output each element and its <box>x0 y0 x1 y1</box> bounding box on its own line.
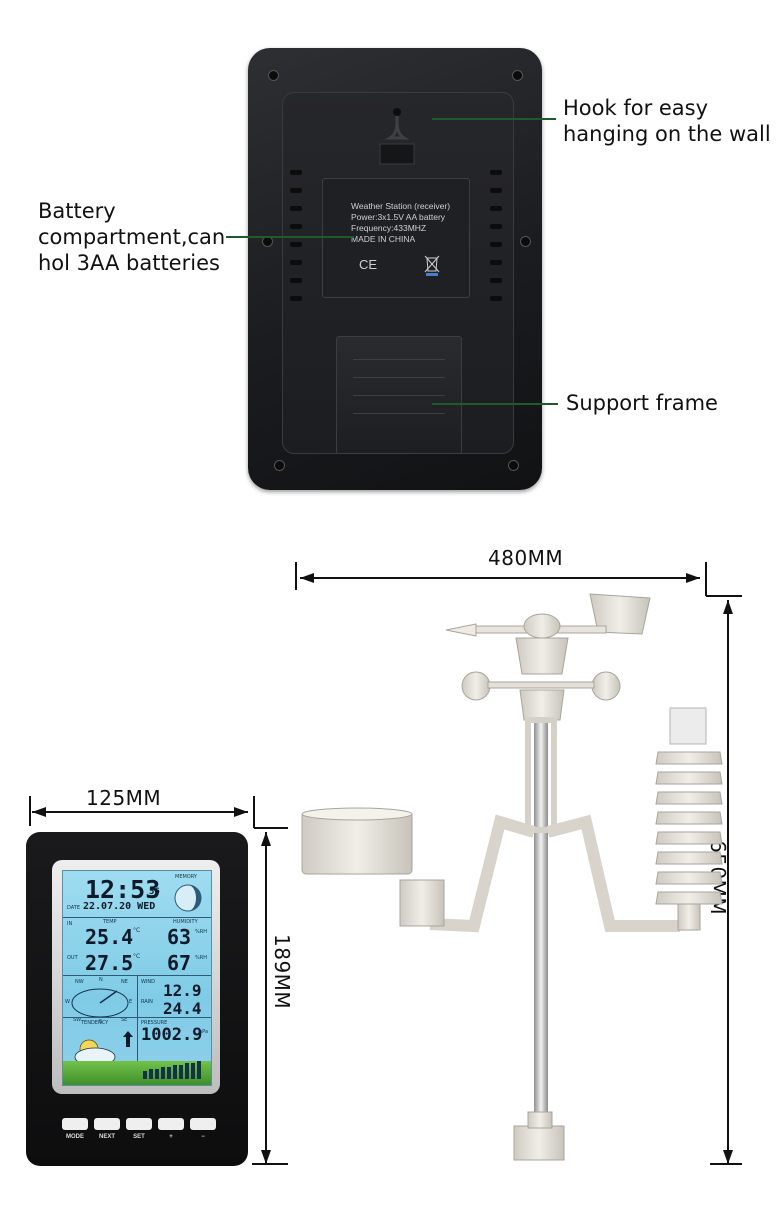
dimension-receiver-width: 125MM <box>86 786 162 810</box>
weee-bin-icon <box>424 255 440 276</box>
support-frame <box>336 336 462 454</box>
humidity-unit: %RH <box>195 955 207 961</box>
temp-unit: °C <box>133 927 141 934</box>
callout-line: hanging on the wall <box>563 122 771 146</box>
date-readout: 22.07.20 WED <box>83 901 156 912</box>
callout-line: compartment,can <box>38 225 226 249</box>
lcd-display: 12:53 56 MEMORY DATE 22.07.20 WED IN TEM… <box>62 870 212 1086</box>
battery-cover-label: Weather Station (receiver) Power:3x1.5V … <box>322 178 470 298</box>
support-leader-line <box>432 403 558 405</box>
callout-line: Battery <box>38 199 116 223</box>
screw <box>268 70 279 81</box>
mode-button[interactable] <box>62 1118 88 1130</box>
temp-unit: °C <box>133 953 141 960</box>
pressure-label: PRESSURE <box>141 1020 168 1026</box>
hook-callout: Hook for easy hanging on the wall <box>563 95 771 147</box>
plus-button[interactable] <box>158 1118 184 1130</box>
minus-button[interactable] <box>190 1118 216 1130</box>
indoor-temp: 25.4 <box>85 925 134 949</box>
indoor-humidity: 63 <box>167 925 192 949</box>
outdoor-temp: 27.5 <box>85 951 134 975</box>
dimension-outdoor-width: 480MM <box>488 546 564 570</box>
in-label: IN <box>67 921 73 927</box>
label-line: MADE IN CHINA <box>351 234 416 244</box>
wind-readout: 12.9 <box>163 981 202 1000</box>
rain-label: RAIN <box>141 999 153 1005</box>
temp-label: TEMP <box>103 919 117 925</box>
out-label: OUT <box>67 955 78 961</box>
moon-phase-icon <box>174 884 202 912</box>
compass-nw: NW <box>75 979 84 985</box>
outdoor-humidity: 67 <box>167 951 192 975</box>
humidity-label: HUMIDITY <box>173 919 198 925</box>
compass-e: E <box>129 999 133 1005</box>
humidity-unit: %RH <box>195 929 207 935</box>
screw <box>274 460 285 471</box>
battery-leader-line <box>226 236 354 238</box>
tendency-label: TENDENCY <box>81 1020 109 1026</box>
plus-button-label: + <box>169 1134 173 1140</box>
callout-line: Hook for easy <box>563 96 709 120</box>
set-button[interactable] <box>126 1118 152 1130</box>
next-button[interactable] <box>94 1118 120 1130</box>
wind-direction-compass-icon <box>71 988 129 1018</box>
ce-mark: CE <box>359 257 378 272</box>
label-line: Power:3x1.5V AA battery <box>351 212 446 222</box>
compass-se: SE <box>121 1017 128 1023</box>
hook-icon <box>379 108 415 165</box>
support-callout: Support frame <box>566 391 718 415</box>
screw <box>512 70 523 81</box>
hook-leader-line <box>432 118 556 120</box>
time-readout: 12:53 <box>85 875 161 904</box>
screw <box>508 460 519 471</box>
memory-label: MEMORY <box>175 874 197 880</box>
label-line: Weather Station (receiver) <box>351 201 451 211</box>
next-button-label: NEXT <box>98 1134 115 1140</box>
pressure-readout: 1002.9 <box>141 1025 203 1045</box>
battery-callout: Battery compartment,can hol 3AA batterie… <box>38 198 225 276</box>
set-button-label: SET <box>133 1134 145 1140</box>
compass-w: W <box>65 999 70 1005</box>
pressure-history-bars <box>143 1061 201 1079</box>
compass-n: N <box>99 977 103 983</box>
tendency-arrow-up-icon <box>123 1031 133 1047</box>
compass-ne: NE <box>121 979 128 985</box>
compass-s: S <box>99 1019 103 1025</box>
minus-button-label: − <box>201 1134 205 1140</box>
seconds-readout: 56 <box>149 887 160 897</box>
outdoor-sensor-array-photo <box>301 593 723 1161</box>
label-line: Frequency:433MHZ <box>351 223 427 233</box>
compass-sw: SW <box>73 1017 82 1023</box>
pressure-unit: hPa <box>199 1029 209 1035</box>
mode-button-label: MODE <box>66 1134 84 1140</box>
rain-readout: 24.4 <box>163 999 202 1018</box>
wind-label: WIND <box>141 979 156 985</box>
date-label: DATE <box>67 905 81 911</box>
screw <box>520 236 531 247</box>
callout-line: hol 3AA batteries <box>38 251 220 275</box>
